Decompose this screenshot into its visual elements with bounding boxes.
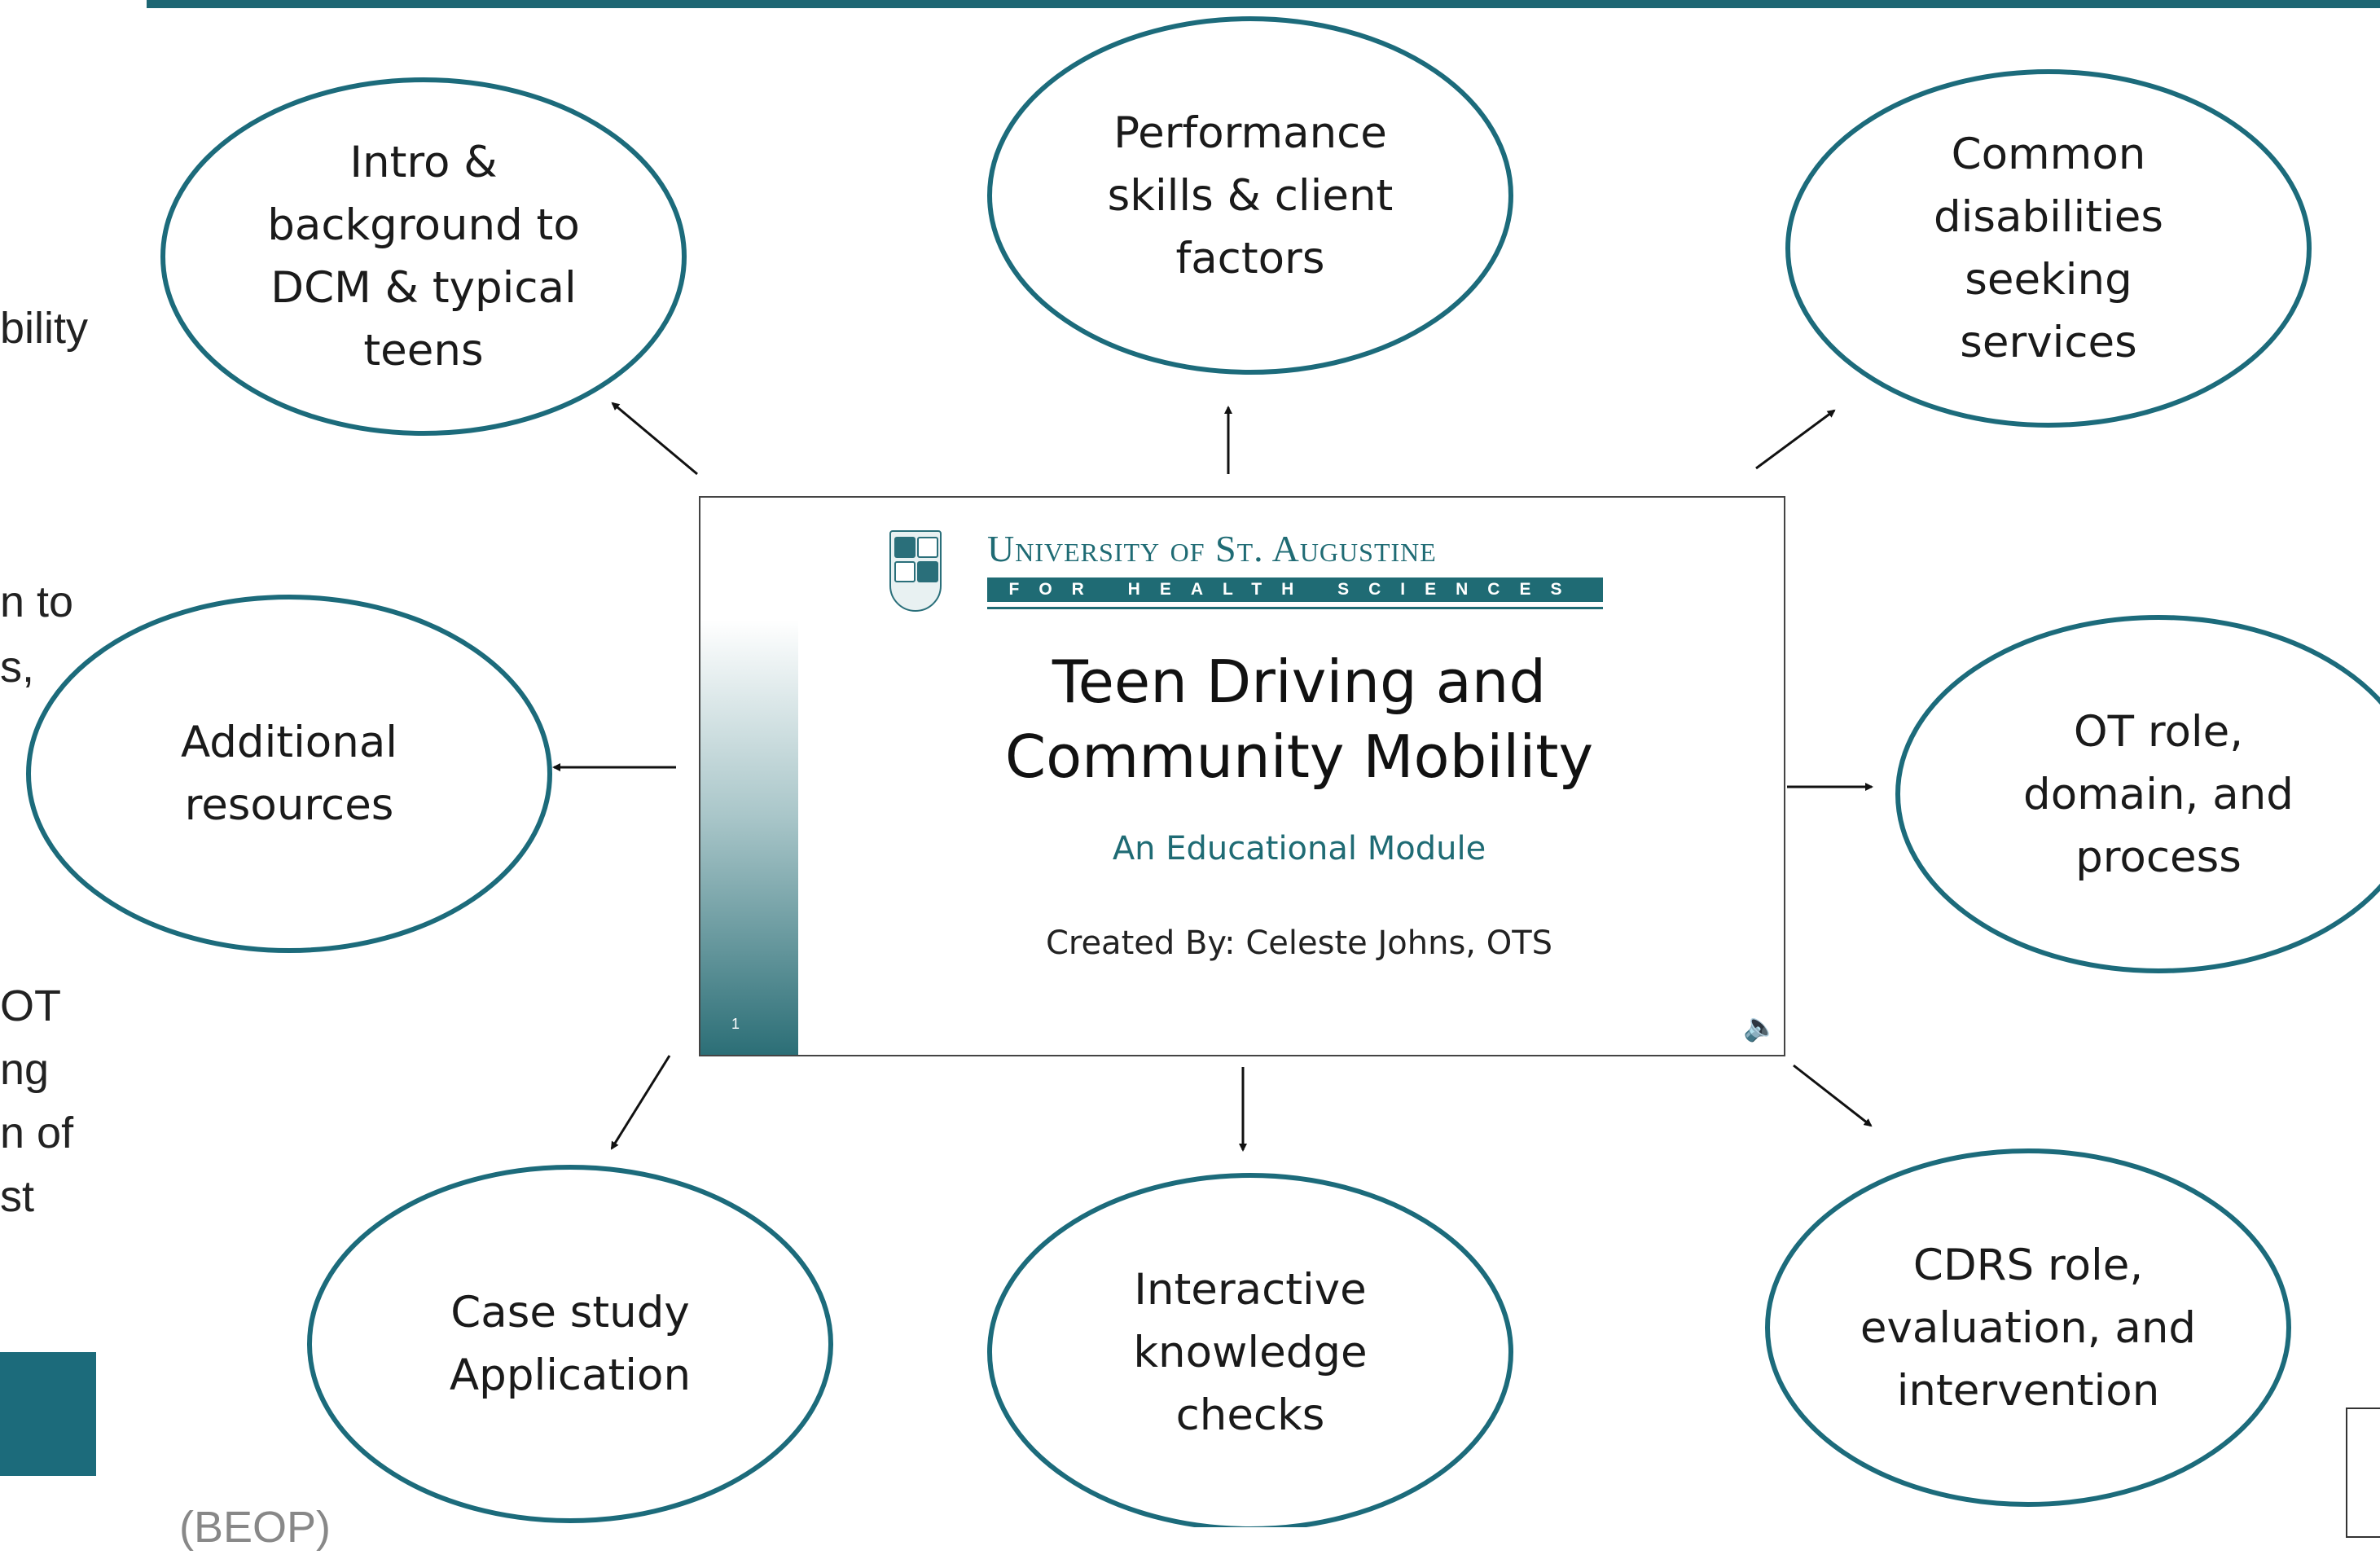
background-text-fragment: ng <box>0 1045 50 1094</box>
node-resources: Additional resources <box>61 611 517 937</box>
node-ellipse-intro <box>160 77 687 436</box>
node-ellipse-disabilities <box>1785 69 2312 428</box>
node-case-study: Case study Application <box>342 1181 798 1507</box>
node-cdrs: CDRS role, evaluation, and intervention <box>1800 1165 2256 1491</box>
node-performance-label: Performance skills & client factors <box>1107 108 1394 283</box>
node-ot-role: OT role, domain, and process <box>1930 631 2380 957</box>
node-ellipse-ot-role <box>1895 615 2380 973</box>
university-name: University of St. Augustine <box>987 528 1437 569</box>
university-crest-icon <box>889 530 942 612</box>
top-accent-bar <box>147 0 2380 8</box>
node-ellipse-resources <box>26 595 552 953</box>
arrow-to-cdrs <box>1793 1064 1873 1127</box>
title-slide-thumbnail: 1 University of St. Augustine FOR HEALTH… <box>699 496 1785 1056</box>
node-case-study-label: Case study Application <box>449 1288 692 1400</box>
node-ellipse-performance <box>987 16 1513 375</box>
arrow-to-intro <box>611 402 698 476</box>
university-subtitle: FOR HEALTH SCIENCES <box>1008 580 1582 599</box>
node-knowledge: Interactive knowledge checks <box>1022 1189 1478 1515</box>
node-ellipse-case-study <box>307 1165 833 1523</box>
background-text-fragment: st <box>0 1172 35 1221</box>
slide-gradient-bar <box>700 620 798 1055</box>
arrow-to-disabilities <box>1755 409 1836 470</box>
background-text-fragment: n to <box>0 577 74 626</box>
background-text-fragment: n of <box>0 1109 74 1157</box>
node-ellipse-knowledge <box>987 1173 1513 1527</box>
university-banner <box>987 577 1603 602</box>
background-text-fragment: OT <box>0 982 61 1030</box>
node-ot-role-label: OT role, domain, and process <box>2023 706 2294 882</box>
node-intro: Intro & background to DCM & typical teen… <box>195 94 652 419</box>
node-ellipse-cdrs <box>1765 1148 2291 1507</box>
background-text-fragment: bility <box>0 304 89 353</box>
node-intro-label: Intro & background to DCM & typical teen… <box>267 138 580 375</box>
node-disabilities: Common disabilities seeking services <box>1820 86 2277 411</box>
concept-map <box>26 16 2380 1527</box>
arrow-to-case-study <box>610 1055 671 1150</box>
teal-square-block <box>0 1352 96 1476</box>
slide-author: Created By: Celeste Johns, OTS <box>1045 924 1553 962</box>
background-text-fragment: s, <box>0 643 35 692</box>
slide-number: 1 <box>731 1016 740 1032</box>
slide-subtitle: An Educational Module <box>1112 830 1486 867</box>
speaker-icon[interactable]: 🔈 <box>1743 1012 1778 1043</box>
slide-title: Teen Driving and Community Mobility <box>1004 648 1594 791</box>
node-disabilities-label: Common disabilities seeking services <box>1933 130 2163 367</box>
node-knowledge-label: Interactive knowledge checks <box>1133 1264 1368 1440</box>
node-resources-label: Additional resources <box>180 718 398 830</box>
node-performance: Performance skills & client factors <box>1022 33 1478 358</box>
node-cdrs-label: CDRS role, evaluation, and intervention <box>1860 1240 2197 1416</box>
university-underline <box>987 607 1603 609</box>
